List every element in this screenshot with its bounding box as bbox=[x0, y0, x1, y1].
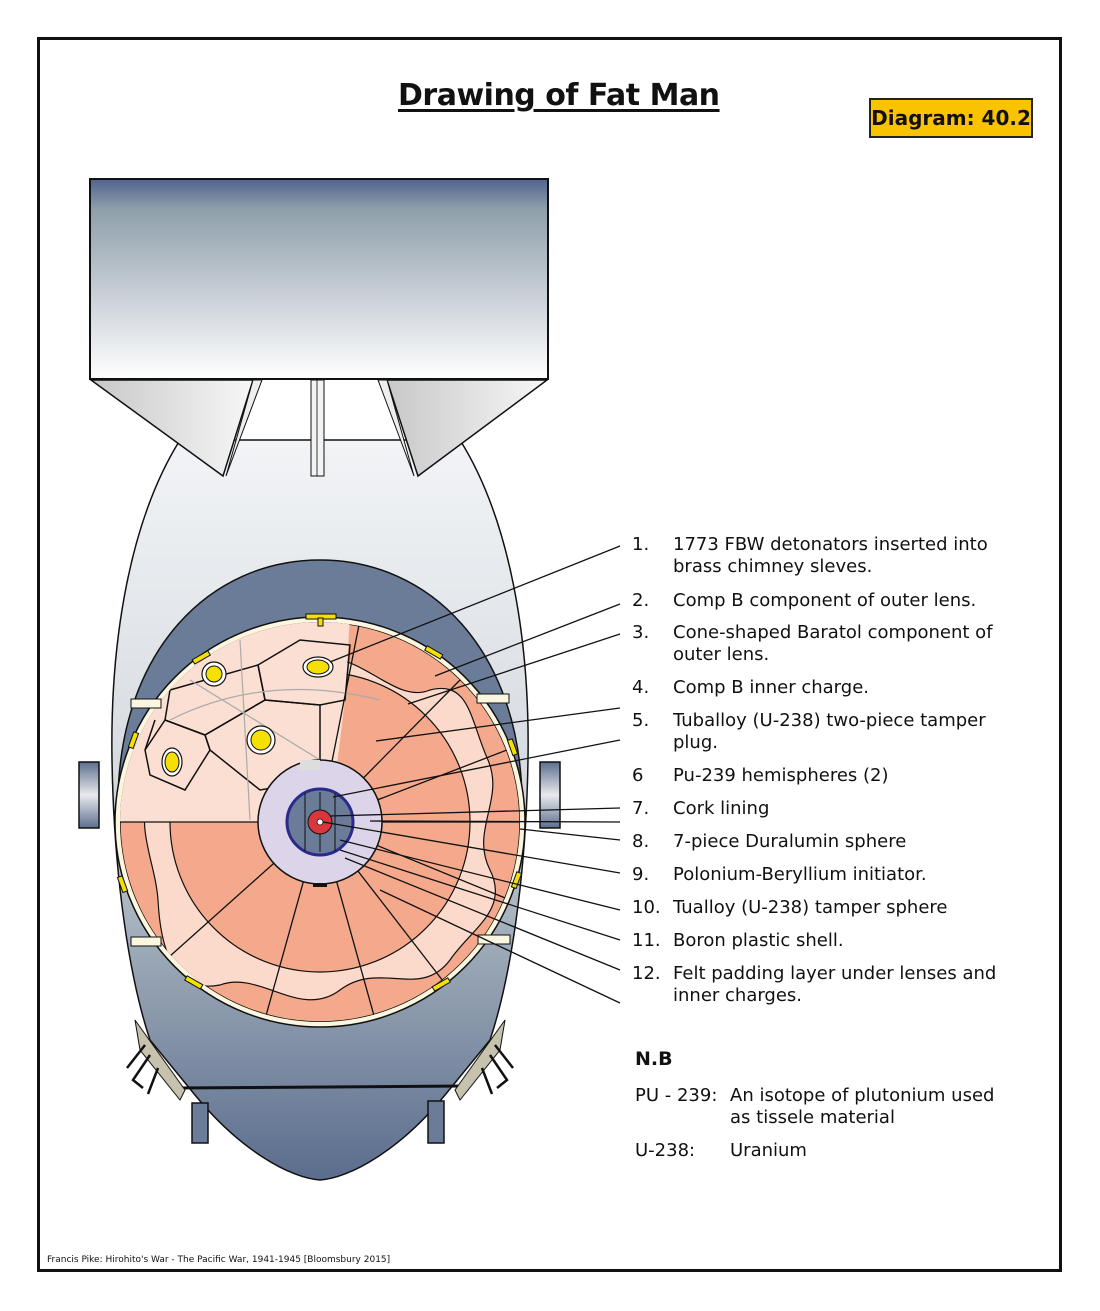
legend-item: 9.Polonium-Beryllium initiator. bbox=[632, 864, 927, 885]
legend-item: 8.7-piece Duralumin sphere bbox=[632, 831, 907, 852]
tail-box bbox=[89, 178, 549, 380]
legend-item: 3.Cone-shaped Baratol component of outer… bbox=[632, 622, 993, 665]
nb-heading: N.B bbox=[635, 1048, 673, 1070]
initiator bbox=[316, 818, 324, 826]
legend-list: 1.1773 FBW detonators inserted into bras… bbox=[632, 534, 1032, 1007]
leader-lines bbox=[322, 545, 621, 1004]
right-fin bbox=[385, 379, 550, 478]
legend-item: 5.Tuballoy (U-238) two-piece tamper plug… bbox=[632, 710, 986, 753]
right-lug bbox=[539, 761, 561, 829]
diagram-number-badge: Diagram: 40.2 bbox=[869, 98, 1033, 138]
left-foot bbox=[191, 1102, 209, 1144]
legend-item: 10.Tualloy (U-238) tamper sphere bbox=[632, 897, 948, 918]
legend-item: 7.Cork lining bbox=[632, 798, 770, 819]
legend-item: 1.1773 FBW detonators inserted into bras… bbox=[632, 534, 988, 577]
legend-item: 4.Comp B inner charge. bbox=[632, 677, 869, 698]
legend-item: 11.Boron plastic shell. bbox=[632, 930, 844, 951]
nb-row: U-238: Uranium bbox=[635, 1140, 807, 1161]
legend-item: 2.Comp B component of outer lens. bbox=[632, 590, 977, 611]
nb-row: PU - 239: An isotope of plutonium used a… bbox=[635, 1085, 995, 1128]
tail-strut bbox=[310, 379, 325, 477]
page-title: Drawing of Fat Man bbox=[398, 78, 720, 113]
source-credit: Francis Pike: Hirohito's War - The Pacif… bbox=[47, 1255, 391, 1265]
right-foot bbox=[427, 1100, 445, 1144]
left-lug bbox=[78, 761, 100, 829]
left-fin bbox=[88, 379, 255, 478]
legend-item: 12.Felt padding layer under lenses and i… bbox=[632, 963, 997, 1006]
